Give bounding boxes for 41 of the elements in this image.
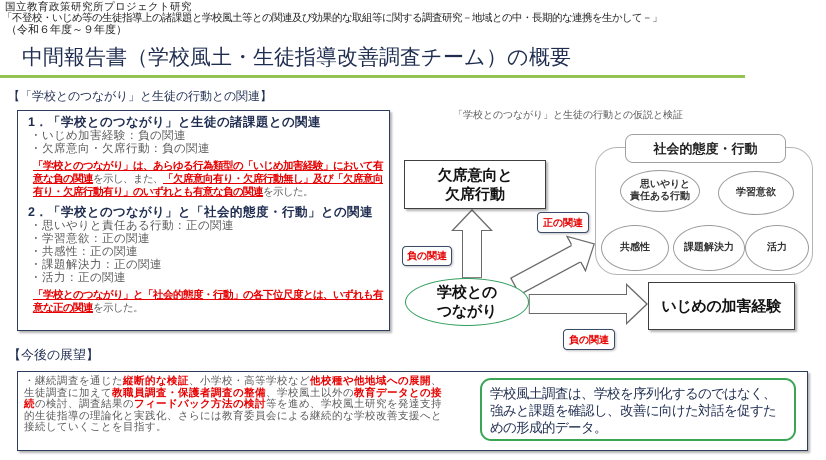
node-label: 学校とのつながり xyxy=(436,283,498,321)
page-title: 中間報告書（学校風土・生徒指導改善調査チーム）の概要 xyxy=(22,45,571,71)
callout-box xyxy=(480,378,796,441)
list-item: ・いじめ加害経験：負の関連 xyxy=(30,130,187,142)
node-label: いじめの加害経験 xyxy=(662,296,782,316)
trait-ellipse xyxy=(601,225,669,271)
outcome-box xyxy=(648,282,795,330)
summary-panel xyxy=(17,110,390,331)
outlook-panel xyxy=(17,371,808,451)
node-label: 活力 xyxy=(767,242,787,254)
list-item: ・欠席意向・欠席行動：負の関連 xyxy=(30,143,211,156)
header-text: 国立教育政策研究所プロジェクト研究 xyxy=(5,1,192,13)
node-label: 課題解決力 xyxy=(684,242,734,254)
callout-text: 学校風土調査は、学校を序列化するのではなく、強みと課題を確認し、改善に向けた対話を促すための形成的データ。 xyxy=(490,385,777,436)
edge-label: 負の関連 xyxy=(563,329,615,350)
list-item: ・学習意欲：正の関連 xyxy=(30,233,151,246)
body-text: ・継続調査を通じた縦断的な検証、小学校・高等学校など他校種や他地域への展開、生徒調査に加えて教職員調査・保護者調査の整備、学校風土以外の教育データとの接続の検討、調査結果のフィードバック方法の検討等を進め、学校風土研究を発達支持的生徒指導の理論化と実践化、さらには教育委員会による継続的な学校改善支援へと接続していくことを目指す。 xyxy=(24,376,443,434)
node-label: 共感性 xyxy=(620,242,650,254)
section-heading: 2．「学校とのつながり」と「社会的態度・行動」との関連 xyxy=(28,204,374,220)
diagram-caption: 「学校とのつながり」と生徒の行動との仮説と検証 xyxy=(453,110,683,122)
trait-ellipse xyxy=(745,225,809,271)
block-arrow xyxy=(451,209,493,278)
source-ellipse xyxy=(405,278,529,326)
group-heading: 社会的態度・行動 xyxy=(625,134,786,163)
node-label: 学習意欲 xyxy=(736,187,776,199)
block-arrow xyxy=(528,283,648,325)
list-item: ・思いやりと責任ある行動：正の関連 xyxy=(30,220,235,232)
list-item: ・課題解決力：正の関連 xyxy=(30,259,163,272)
list-item: ・共感性：正の関連 xyxy=(30,246,139,258)
node-label: 思いやりと責任ある行動 xyxy=(630,179,690,203)
section-heading: 【今後の展望】 xyxy=(8,347,99,363)
outcome-box xyxy=(404,160,546,209)
header-text: （令和６年度～９年度） xyxy=(6,24,127,38)
list-item: ・活力：正の関連 xyxy=(30,272,127,285)
section-heading: 【「学校とのつながり」と生徒の行動との関連】 xyxy=(8,89,272,104)
section-heading: 1．「学校とのつながり」と生徒の諸課題との関連 xyxy=(28,114,322,129)
edge-label: 負の関連 xyxy=(402,246,452,266)
edge-label: 正の関連 xyxy=(537,212,589,233)
node-label: 欠席意向と欠席行動 xyxy=(436,166,514,204)
block-arrow xyxy=(510,235,595,296)
header-text: 「不登校・いじめ等の生徒指導上の諸課題と学校風土等との関連及び効果的な取組等に関する調査研究－地域との中・長期的な連携を生かして－」 xyxy=(2,12,662,24)
